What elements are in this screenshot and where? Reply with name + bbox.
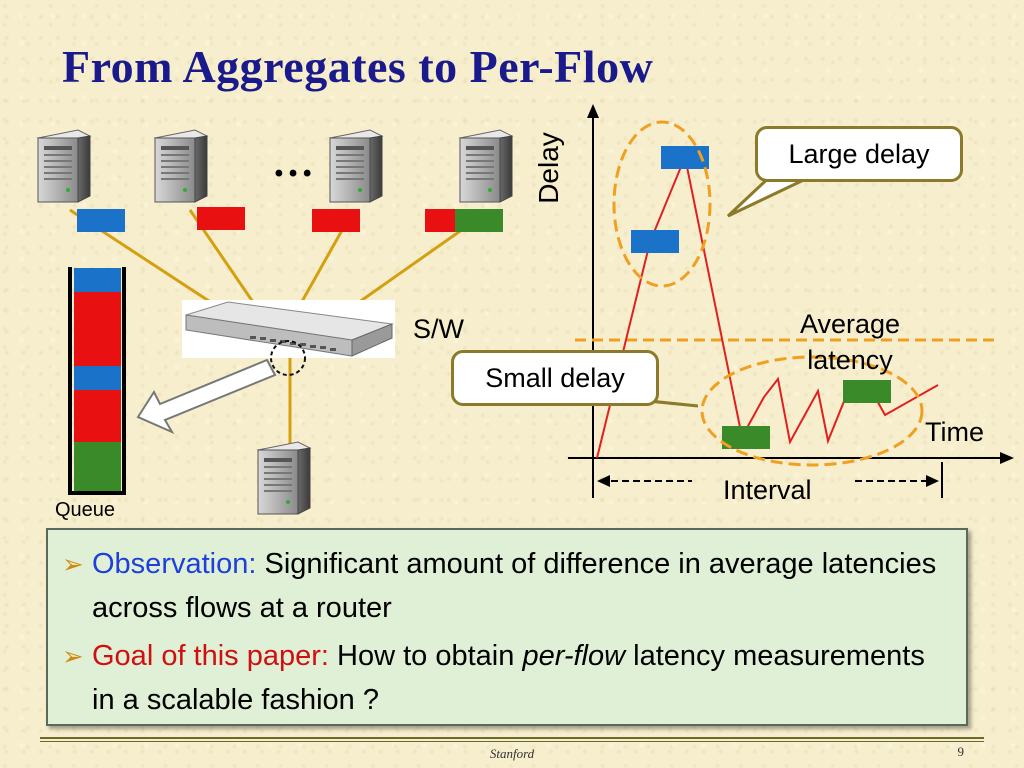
switch-label: S/W — [413, 314, 464, 344]
goal-text-before: How to obtain — [337, 640, 515, 672]
packet-blue — [631, 230, 679, 253]
small-delay-callout: Small delay — [451, 350, 659, 406]
observation-text: Significant amount of difference in aver… — [92, 548, 937, 624]
packet-blue — [661, 146, 709, 169]
goal-emphasis: per-flow — [522, 640, 626, 672]
average-latency-line2: latency — [807, 345, 893, 375]
queue-highlight-circle — [270, 340, 306, 376]
footer-divider — [40, 741, 984, 742]
average-latency-line1: Average — [800, 309, 901, 339]
server-icon — [37, 129, 91, 203]
server-icon — [154, 129, 208, 203]
goal-text-after: latency measurements in a scalable fashi… — [92, 640, 925, 716]
large-delay-callout: Large delay — [755, 126, 963, 182]
interval-label: Interval — [723, 475, 812, 505]
ellipsis: … — [272, 140, 314, 186]
observation-bullet: ➢ Observation: Significant amount of diff… — [62, 542, 952, 630]
delay-axis-label: Delay — [532, 132, 564, 204]
time-axis-label: Time — [925, 417, 984, 447]
switch-icon — [182, 300, 395, 358]
footer-divider — [40, 737, 984, 739]
summary-box: ➢ Observation: Significant amount of diff… — [46, 528, 968, 726]
queue-label: Queue — [55, 499, 116, 521]
server-icon — [257, 441, 311, 515]
arrow-icon — [136, 358, 277, 435]
large-delay-highlight — [612, 120, 712, 288]
small-delay-highlight — [700, 355, 924, 467]
server-icon — [459, 129, 513, 203]
packet-blue — [77, 209, 125, 232]
footer-text: Stanford — [489, 746, 535, 761]
goal-bullet: ➢ Goal of this paper: How to obtain per-f… — [62, 634, 952, 722]
bullet-arrow-icon: ➢ — [62, 641, 84, 671]
packet-green — [455, 209, 503, 232]
average-latency-label: Average latency — [800, 306, 900, 378]
bullet-arrow-icon: ➢ — [62, 549, 84, 579]
packet-red — [197, 207, 245, 230]
queue — [68, 267, 126, 495]
goal-heading: Goal of this paper: — [92, 640, 329, 672]
observation-heading: Observation: — [92, 548, 257, 580]
packet-green — [722, 426, 770, 449]
packet-red — [312, 209, 360, 232]
page-number: 9 — [957, 744, 965, 759]
server-icon — [329, 129, 383, 203]
packet-green — [843, 380, 891, 403]
interval-marker — [592, 462, 943, 498]
slide-title: From Aggregates to Per-Flow — [62, 41, 654, 92]
